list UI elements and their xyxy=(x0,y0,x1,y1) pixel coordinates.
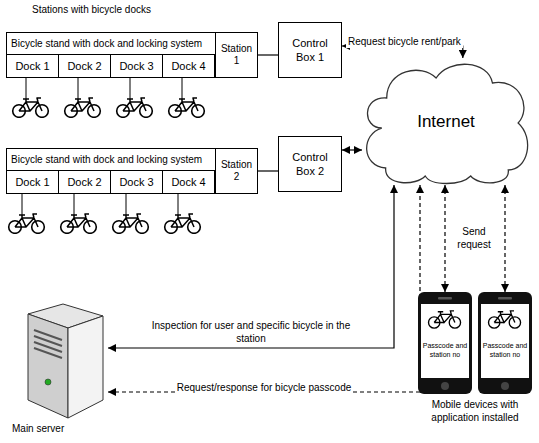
dock-cell: Dock 2 xyxy=(59,54,111,77)
dashed-connector xyxy=(504,185,505,292)
bicycle-icon xyxy=(13,98,49,117)
node-text: Dock 1 xyxy=(15,60,49,72)
node-text: Main server xyxy=(12,423,64,434)
label-holder: Inspection for user and specific bicycle… xyxy=(135,320,367,345)
node-text: Dock 2 xyxy=(67,60,101,72)
mobile-phone: Passcode and station no xyxy=(478,292,532,394)
edge-label: Request/response for bicycle passcode xyxy=(175,382,354,395)
node-text: Dock 4 xyxy=(171,176,205,188)
hanging-line xyxy=(178,194,179,215)
label-holder: Send request xyxy=(452,226,496,251)
connector-line xyxy=(257,54,278,55)
hanging-line xyxy=(74,194,75,215)
connector-line xyxy=(257,170,278,171)
bicycle-icon xyxy=(9,214,45,233)
bicycle-icon xyxy=(61,214,97,233)
bicycle-icon xyxy=(117,98,153,117)
control-box: Control Box 2 xyxy=(278,136,342,192)
internet-cloud: Internet xyxy=(362,58,530,185)
server-icon: Main server xyxy=(8,296,108,438)
dock-cell: Dock 1 xyxy=(7,54,59,77)
dock-cell: Dock 3 xyxy=(111,54,163,77)
label-holder: Request bicycle rent/park xyxy=(346,31,463,49)
node-text: Dock 4 xyxy=(171,60,205,72)
hanging-line xyxy=(22,194,23,215)
hanging-lines xyxy=(22,78,182,215)
node-text: Bicycle stand with dock and locking syst… xyxy=(7,149,202,170)
section-heading: Stations with bicycle docks xyxy=(32,4,151,17)
node-text: Passcode and station no xyxy=(422,342,468,360)
label-holder: Request/response for bicycle passcode xyxy=(175,377,354,395)
dock-cell: Dock 4 xyxy=(163,54,215,77)
hanging-line xyxy=(26,78,27,99)
hanging-line xyxy=(78,78,79,99)
edge-label: Request bicycle rent/park xyxy=(346,36,463,49)
hanging-line xyxy=(130,78,131,99)
edge-label: Send request xyxy=(452,226,496,251)
node-text: Dock 3 xyxy=(119,176,153,188)
node-text: Bicycle stand with dock and locking syst… xyxy=(7,33,202,54)
node-text: Dock 2 xyxy=(67,176,101,188)
node-text: Control Box 1 xyxy=(285,36,335,65)
dashed-connector xyxy=(108,185,420,392)
hanging-line xyxy=(126,194,127,215)
dock-cell: Dock 1 xyxy=(7,170,59,193)
connector-line xyxy=(108,185,394,348)
hanging-line xyxy=(182,78,183,99)
bicycle-icon xyxy=(113,214,149,233)
node-text: Passcode and station no xyxy=(482,342,528,360)
mobile-phone: Passcode and station no xyxy=(418,292,472,394)
label-holder: Mobile devices with application installe… xyxy=(419,399,531,424)
node-text: Control Box 2 xyxy=(285,150,335,179)
control-box: Control Box 1 xyxy=(278,22,342,78)
edge-label: Inspection for user and specific bicycle… xyxy=(135,320,367,345)
stand-box: Bicycle stand with dock and locking syst… xyxy=(6,148,258,194)
station-cell: Station 2 xyxy=(215,149,257,193)
node-text: Internet xyxy=(417,112,475,132)
station-cell: Station 1 xyxy=(215,33,257,77)
bicycle-icon xyxy=(169,98,205,117)
dashed-connector xyxy=(444,185,445,292)
stand-box: Bicycle stand with dock and locking syst… xyxy=(6,32,258,78)
node-text: Station 1 xyxy=(218,43,255,68)
dock-cell: Dock 2 xyxy=(59,170,111,193)
dock-cell: Dock 3 xyxy=(111,170,163,193)
bicycle-icon xyxy=(65,98,101,117)
caption-label: Mobile devices with application installe… xyxy=(419,399,531,424)
node-text: Dock 3 xyxy=(119,60,153,72)
node-text: Station 2 xyxy=(218,159,255,184)
bicycle-icon xyxy=(165,214,201,233)
label-holder: Stations with bicycle docks xyxy=(32,4,151,17)
connector-line xyxy=(342,149,362,150)
node-text: Dock 1 xyxy=(15,176,49,188)
dock-cell: Dock 4 xyxy=(163,170,215,193)
server-outline xyxy=(8,296,108,421)
